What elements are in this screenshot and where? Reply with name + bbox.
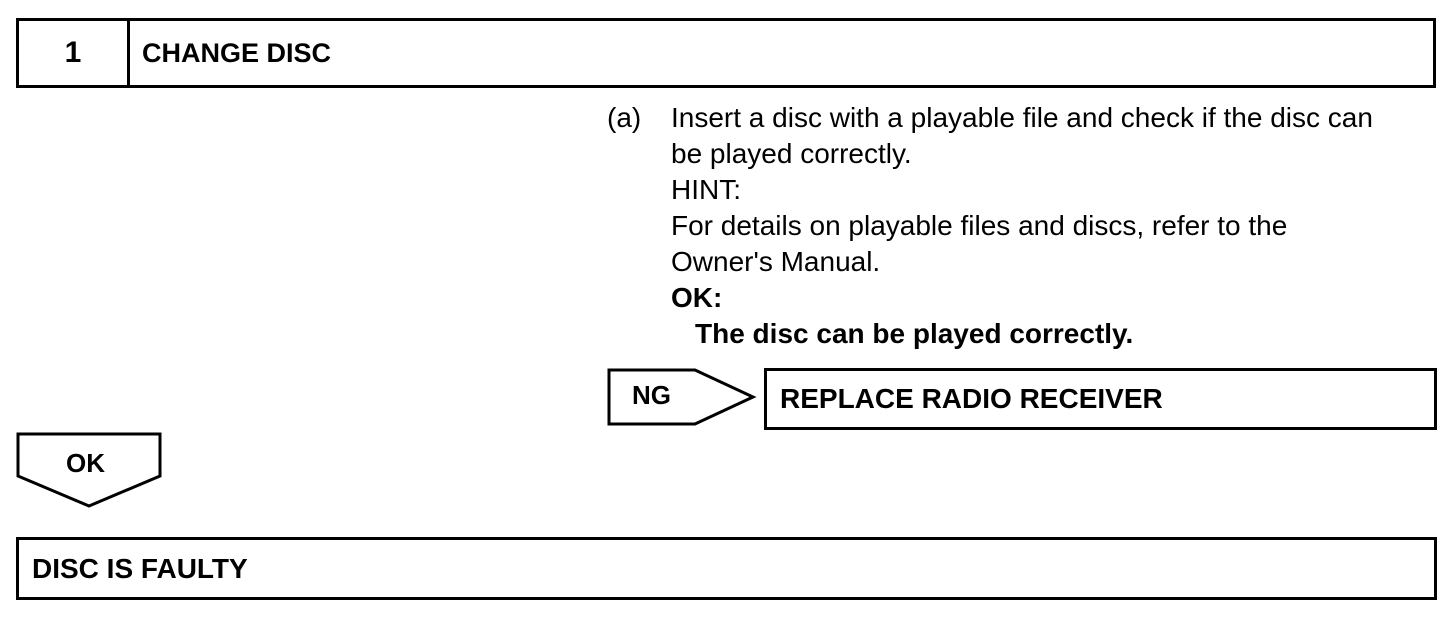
ok-criteria: The disc can be played correctly. [695, 318, 1134, 349]
ok-arrow-icon [16, 432, 162, 508]
hint-label: HINT: [671, 174, 741, 205]
step-number: 1 [19, 21, 130, 85]
ng-result-box: REPLACE RADIO RECEIVER [764, 368, 1437, 430]
instruction-marker: (a) [607, 102, 642, 133]
instruction-body: Insert a disc with a playable file and c… [671, 100, 1437, 352]
ok-label: OK: [671, 282, 723, 313]
instruction-line-2: be played correctly. [671, 138, 912, 169]
instruction-item: (a) Insert a disc with a playable file a… [607, 100, 1437, 352]
instruction-line-1: Insert a disc with a playable file and c… [671, 102, 1373, 133]
hint-line-2: Owner's Manual. [671, 246, 881, 277]
instruction-block: (a) Insert a disc with a playable file a… [607, 100, 1437, 352]
ok-result-text: DISC IS FAULTY [32, 552, 248, 584]
ng-arrow-icon [607, 368, 757, 426]
hint-line-1: For details on playable files and discs,… [671, 210, 1288, 241]
ok-branch-label: OK [66, 448, 105, 478]
step-header: 1 CHANGE DISC [16, 18, 1436, 88]
ng-label: NG [632, 380, 671, 410]
step-title: CHANGE DISC [142, 37, 332, 68]
ng-result-text: REPLACE RADIO RECEIVER [780, 383, 1163, 414]
ok-result-box: DISC IS FAULTY [16, 537, 1437, 600]
